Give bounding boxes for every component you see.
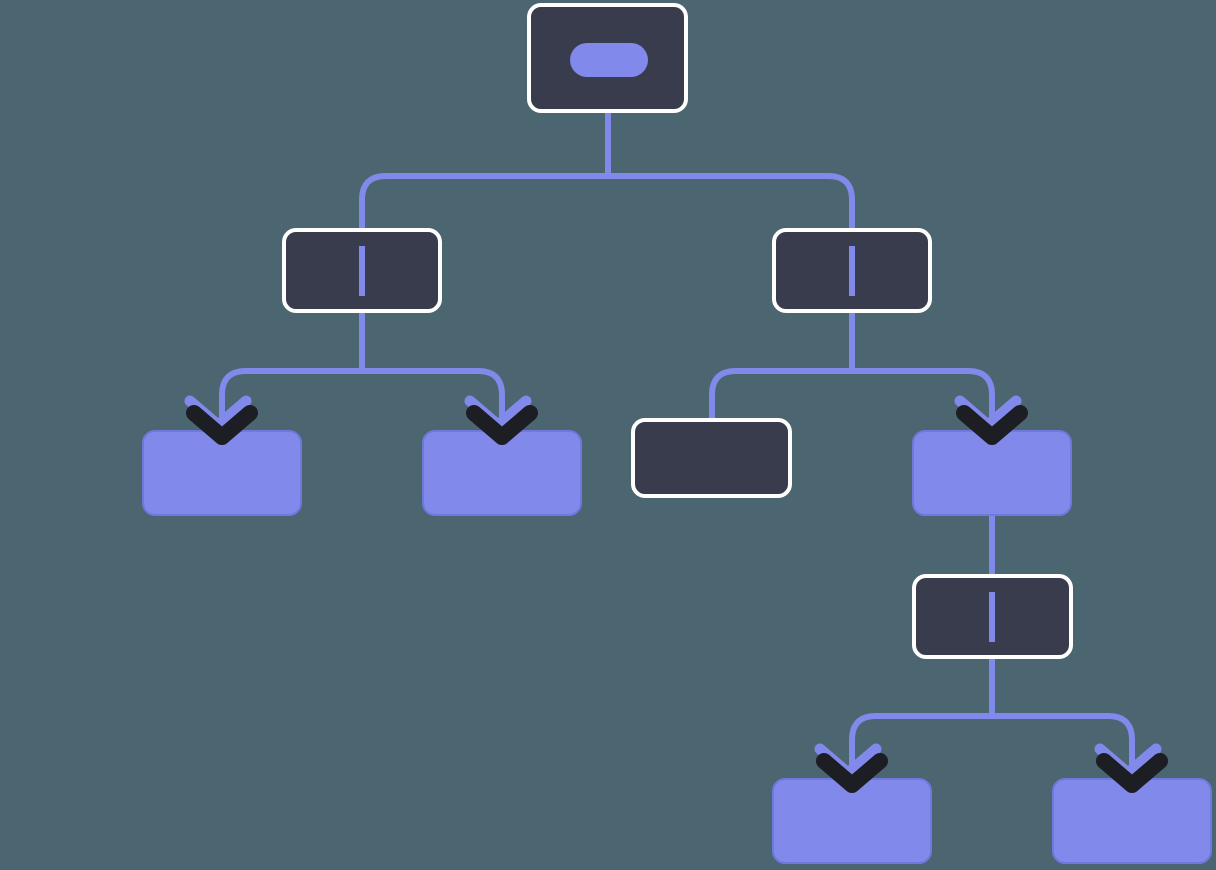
connectors-layer bbox=[219, 52, 1135, 778]
connector-root-to-level2-right bbox=[605, 113, 855, 313]
connector-level2-right-to-level3-dark bbox=[709, 313, 855, 418]
arrow-marker-branch bbox=[954, 395, 1028, 445]
arrow-marker-leaf-d bbox=[1094, 743, 1168, 793]
level3-dark-node[interactable] bbox=[631, 418, 792, 498]
arrow-marker-leaf-d-dark-chevron bbox=[1096, 753, 1168, 793]
connector-level2-left-to-leaf-b bbox=[359, 313, 505, 430]
root-node-pill bbox=[570, 43, 648, 77]
arrow-marker-leaf-c-dark-chevron bbox=[816, 753, 888, 793]
arrow-marker-leaf-c bbox=[814, 743, 888, 793]
connector-level2-right-to-branch bbox=[849, 313, 995, 430]
arrow-marker-leaf-a bbox=[184, 395, 258, 445]
arrow-markers-layer bbox=[184, 395, 1168, 793]
nodes-layer bbox=[142, 3, 1212, 864]
arrow-marker-leaf-b-dark-chevron bbox=[466, 405, 538, 445]
connector-level4-to-leaf-b bbox=[989, 659, 1135, 778]
arrow-marker-leaf-a-dark-chevron bbox=[186, 405, 258, 445]
arrow-marker-leaf-b bbox=[464, 395, 538, 445]
arrow-marker-branch-dark-chevron bbox=[956, 405, 1028, 445]
node-inner-layer bbox=[359, 43, 995, 642]
